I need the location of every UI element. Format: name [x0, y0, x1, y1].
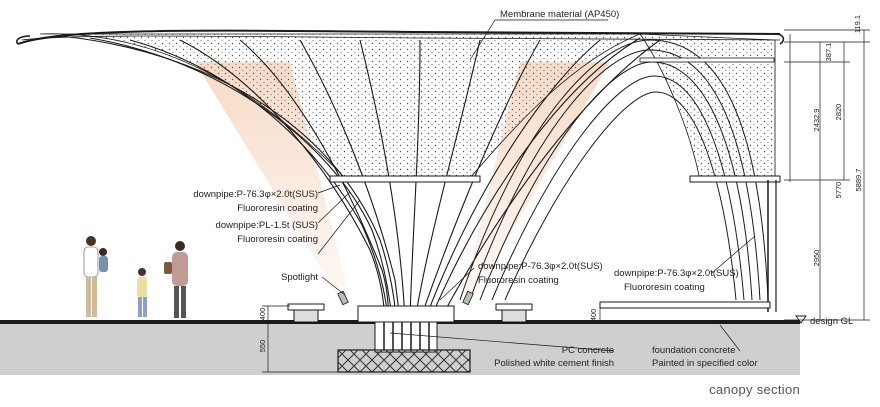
dim-2950: 2950: [812, 250, 821, 267]
light-cone-left: [195, 62, 350, 300]
dim-5889: 5889.7: [854, 169, 863, 192]
fluororesin-label-4: Fluororesin coating: [624, 282, 705, 293]
bench-right: [495, 303, 533, 323]
downpipe-label-3: downpipe:P-76.3φ×2.0t(SUS): [614, 268, 739, 279]
painted-label: Painted in specified color: [652, 358, 758, 369]
spotlight-label: Spotlight: [281, 272, 318, 283]
dim-400-left: 400: [258, 308, 267, 321]
dim-550: 550: [258, 340, 267, 353]
foundation-block: [374, 321, 438, 353]
downpipe-label-1: downpipe:P-76.3φ×2.0t(SUS): [193, 189, 318, 200]
spotlight-right: [462, 290, 474, 306]
design-gl-label: design GL: [810, 316, 853, 327]
people: [83, 236, 188, 318]
footing-hatch: [337, 349, 471, 373]
fluororesin-label-1: Fluororesin coating: [237, 203, 318, 214]
design-gl-marker: [795, 315, 807, 324]
right-tip: [774, 33, 785, 45]
membrane-label: Membrane material (AP450): [500, 9, 619, 20]
top-beam-right: [639, 57, 775, 63]
ring-beam-center: [329, 175, 481, 183]
dim-387: 387.1: [824, 43, 833, 62]
dim-2820: 2820: [834, 104, 843, 121]
left-tip: [16, 35, 31, 45]
dimension-lines: [262, 29, 870, 373]
pc-concrete-base: [357, 305, 455, 323]
downpipe-label-2: downpipe:P-76.3φ×2.0t(SUS): [478, 261, 603, 272]
pc-concrete-label: PC concrete: [562, 345, 614, 356]
membrane-right: [639, 33, 776, 181]
downpipe-pl-label: downpipe:PL-1.5t (SUS): [216, 220, 318, 231]
spotlight-left: [337, 290, 349, 306]
bench-long-right: [599, 301, 771, 309]
bench-left: [287, 303, 325, 323]
fluororesin-label-3: Fluororesin coating: [478, 275, 559, 286]
canopy-top-edge-inner: [21, 35, 781, 41]
polished-label: Polished white cement finish: [494, 358, 614, 369]
dim-5770: 5770: [834, 182, 843, 199]
foundation-label: foundation concrete: [652, 345, 735, 356]
dim-119: 119.1: [853, 15, 862, 33]
dim-400-right: 400: [589, 309, 598, 322]
caption: canopy section: [709, 382, 800, 397]
fluororesin-label-2: Fluororesin coating: [237, 234, 318, 245]
ring-beam-right: [689, 175, 781, 183]
leader-lines: [317, 19, 756, 352]
dim-2432: 2432.9: [812, 109, 821, 132]
